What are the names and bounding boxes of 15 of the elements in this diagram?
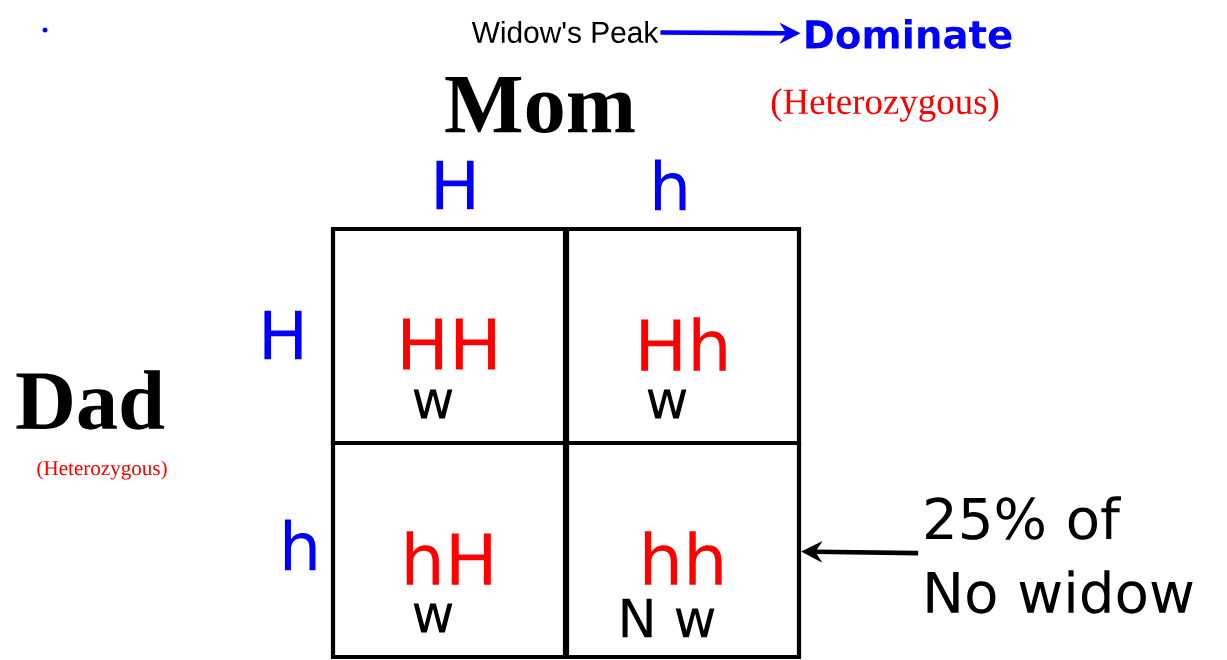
allele-label: H (436, 160, 474, 210)
punnett-cell: hH w (330, 440, 568, 660)
allele-label: H (264, 310, 302, 360)
title-text: Widow's Peak (471, 21, 659, 43)
zygosity-label: (Heterozygous) (37, 460, 167, 480)
zygosity-label: (Heterozygous) (771, 88, 999, 122)
heading: Dad (16, 370, 165, 430)
handwritten-text: Dominate (806, 19, 1012, 49)
handwritten-note: 25% of No widow (926, 496, 1193, 614)
punnett-cell: HH w (330, 226, 568, 446)
allele-label: h (654, 159, 686, 211)
punnett-cell: hh N w (564, 440, 802, 660)
punnett-cell: Hh w (564, 226, 802, 446)
heading: Mom (445, 76, 635, 133)
allele-label: h (284, 519, 316, 571)
